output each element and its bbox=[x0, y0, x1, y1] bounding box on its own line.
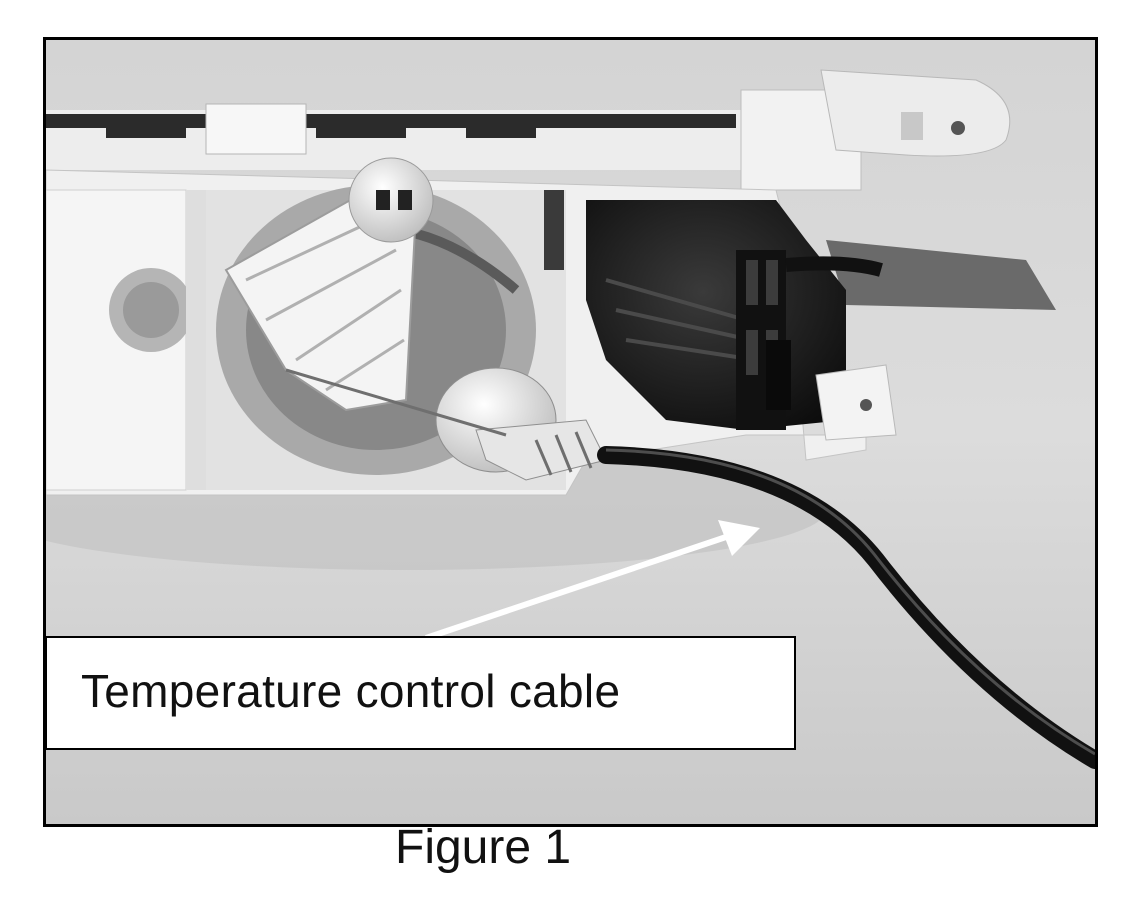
temperature-control-cable bbox=[597, 446, 1095, 769]
figure-caption: Figure 1 bbox=[395, 821, 572, 874]
rail-clip bbox=[205, 103, 307, 155]
annotation-label: Temperature control cable bbox=[81, 665, 621, 717]
cable-inner-wire bbox=[285, 368, 507, 437]
annotation-arrow bbox=[425, 534, 727, 641]
shadow-tab bbox=[826, 240, 1056, 310]
bracket-tab bbox=[815, 364, 897, 441]
annotation-arrowhead bbox=[718, 520, 760, 556]
lever-pivot bbox=[348, 157, 434, 243]
top-rail-slot bbox=[46, 114, 736, 128]
annotation-label-box: Temperature control cable bbox=[45, 636, 796, 750]
